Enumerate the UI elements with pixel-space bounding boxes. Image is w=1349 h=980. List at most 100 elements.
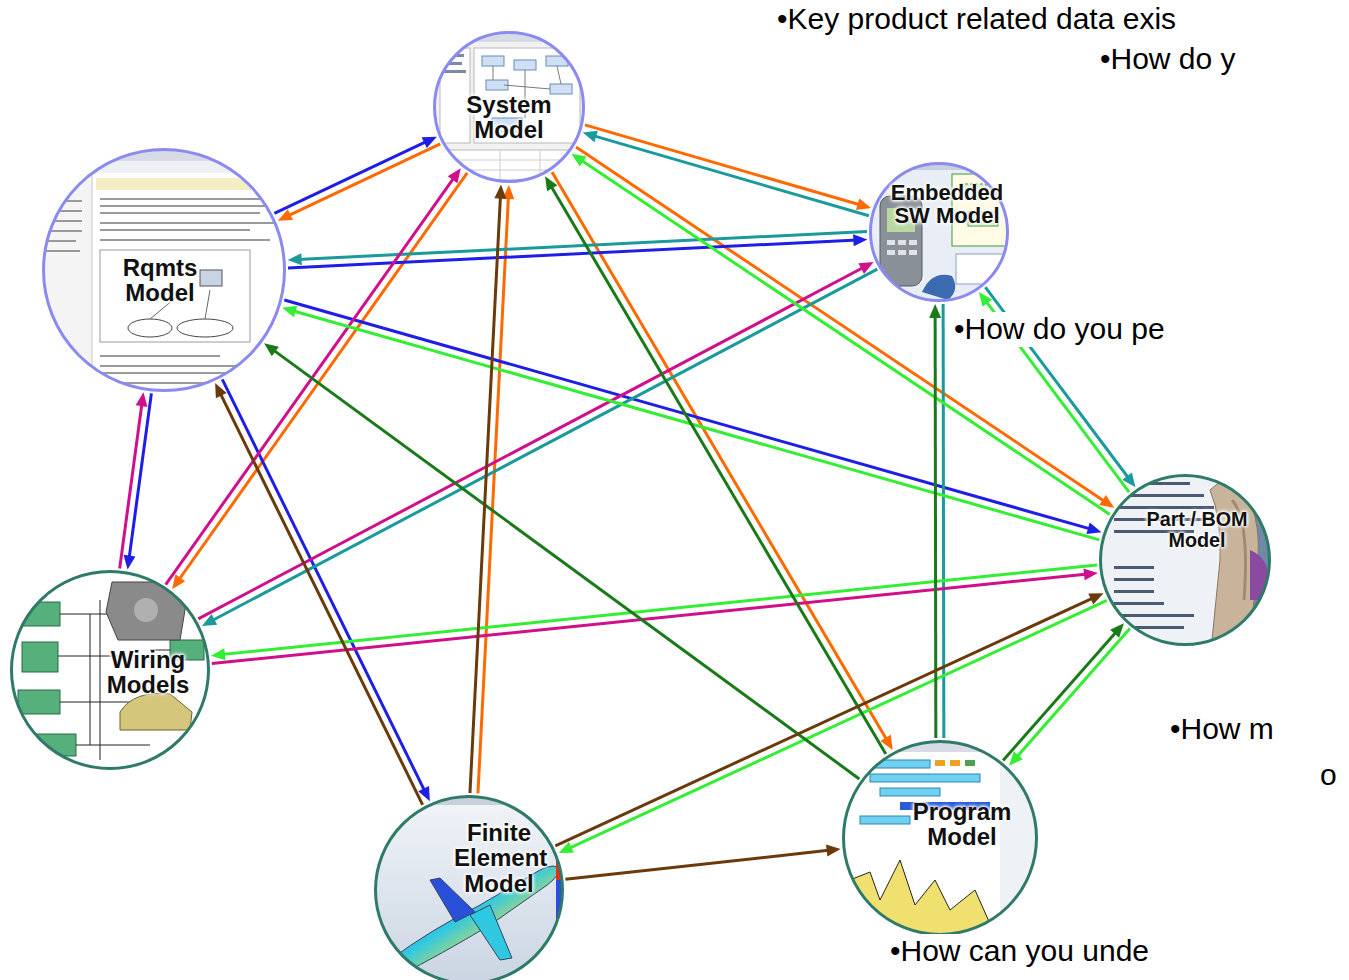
question-text: •How m — [1168, 712, 1276, 747]
connector-line — [942, 304, 946, 738]
illustration-part — [430, 28, 590, 188]
arrow-head — [494, 185, 506, 199]
illustration-part — [46, 240, 76, 242]
illustration-part — [909, 240, 917, 245]
arrow-head — [856, 198, 871, 210]
illustration-part — [100, 239, 270, 241]
illustration-part — [887, 240, 895, 245]
connector-arrow — [552, 172, 893, 750]
illustration-part — [8, 568, 213, 773]
connector-line — [178, 173, 467, 581]
connector-arrow — [583, 131, 869, 216]
connector-line — [221, 565, 1097, 655]
connector-line — [478, 195, 509, 793]
connector-line — [470, 195, 501, 793]
illustration-part — [440, 150, 580, 180]
connector-arrow — [215, 383, 423, 805]
illustration-part — [1114, 566, 1154, 569]
illustration-part — [40, 145, 290, 395]
connector-arrow — [585, 125, 871, 210]
arrow-head — [1110, 623, 1124, 637]
question-text: •Key product related data exis — [775, 2, 1178, 37]
illustration-part — [880, 788, 940, 796]
illustration-part — [46, 200, 82, 202]
illustration-part — [887, 250, 895, 255]
finite-element-screenshot — [372, 793, 567, 980]
model-name: Finite Element Model — [454, 820, 544, 896]
connector-line — [212, 574, 1088, 664]
illustration-part — [898, 240, 906, 245]
model-circle: Part / BOM Model — [1099, 474, 1271, 646]
model-name: Wiring Models — [103, 647, 193, 697]
illustration-part — [482, 56, 504, 66]
model-circle: Embedded SW Model — [869, 162, 1009, 302]
illustration-part — [1114, 590, 1154, 593]
illustration-part — [100, 250, 250, 342]
arrow-head — [826, 845, 841, 857]
model-name: Embedded SW Model — [888, 181, 1006, 227]
illustration-part — [128, 319, 172, 337]
connector-line — [220, 392, 423, 805]
connector-line — [298, 232, 867, 260]
arrow-head — [136, 392, 148, 407]
arrow-head — [979, 292, 992, 307]
illustration-part — [1114, 626, 1184, 629]
connector-arrow — [120, 392, 148, 568]
connector-arrow — [264, 343, 859, 779]
illustration-part — [444, 62, 462, 65]
arrow-head — [1088, 593, 1103, 604]
arrow-head — [288, 253, 302, 265]
model-circle: Program Model — [842, 740, 1038, 936]
illustration-part — [46, 210, 82, 212]
model-circle: Rqmts Model — [42, 148, 286, 392]
connector-line — [565, 850, 830, 879]
connector-arrow — [172, 173, 467, 589]
illustration-part — [444, 54, 464, 57]
question-text: •How do y — [1098, 42, 1238, 77]
illustration-part — [40, 161, 290, 173]
illustration-part — [100, 372, 260, 374]
illustration-part — [30, 734, 76, 756]
arrow-head — [583, 131, 598, 143]
connector-line — [555, 597, 1094, 845]
connector-line — [222, 379, 425, 792]
connector-line — [274, 141, 427, 214]
connector-arrow — [166, 168, 461, 584]
illustration-part — [100, 222, 275, 224]
arrow-head — [211, 648, 226, 660]
arrow-head — [422, 137, 437, 148]
illustration-part — [470, 905, 512, 960]
illustration-part — [106, 582, 186, 640]
illustration-part — [20, 602, 60, 626]
illustration-part — [177, 319, 233, 337]
connector-arrow — [124, 393, 152, 569]
illustration-part — [46, 250, 80, 252]
embedded-screenshot — [868, 160, 1013, 305]
connector-arrow — [545, 176, 886, 754]
illustration-part — [860, 816, 910, 824]
connector-line — [272, 349, 859, 779]
arrow-head — [853, 234, 867, 246]
arrow-head — [929, 304, 941, 318]
arrow-head — [1086, 523, 1101, 535]
model-name: Part / BOM Model — [1122, 509, 1272, 551]
connector-arrow — [470, 185, 506, 793]
illustration-part — [100, 205, 280, 207]
question-text: •How do you pe — [952, 312, 1167, 347]
illustration-part — [1000, 752, 1040, 938]
program-screenshot — [840, 738, 1040, 938]
illustration-part — [1114, 602, 1164, 605]
arrow-head — [264, 343, 279, 356]
illustration-part — [898, 250, 906, 255]
illustration-part — [444, 70, 466, 73]
illustration-part — [46, 198, 280, 384]
illustration-part — [100, 355, 220, 357]
illustration-part — [46, 220, 82, 222]
model-name: System Model — [454, 92, 564, 142]
arrow-head — [858, 262, 873, 274]
illustration-part — [100, 212, 260, 214]
connector-arrow — [288, 234, 867, 268]
